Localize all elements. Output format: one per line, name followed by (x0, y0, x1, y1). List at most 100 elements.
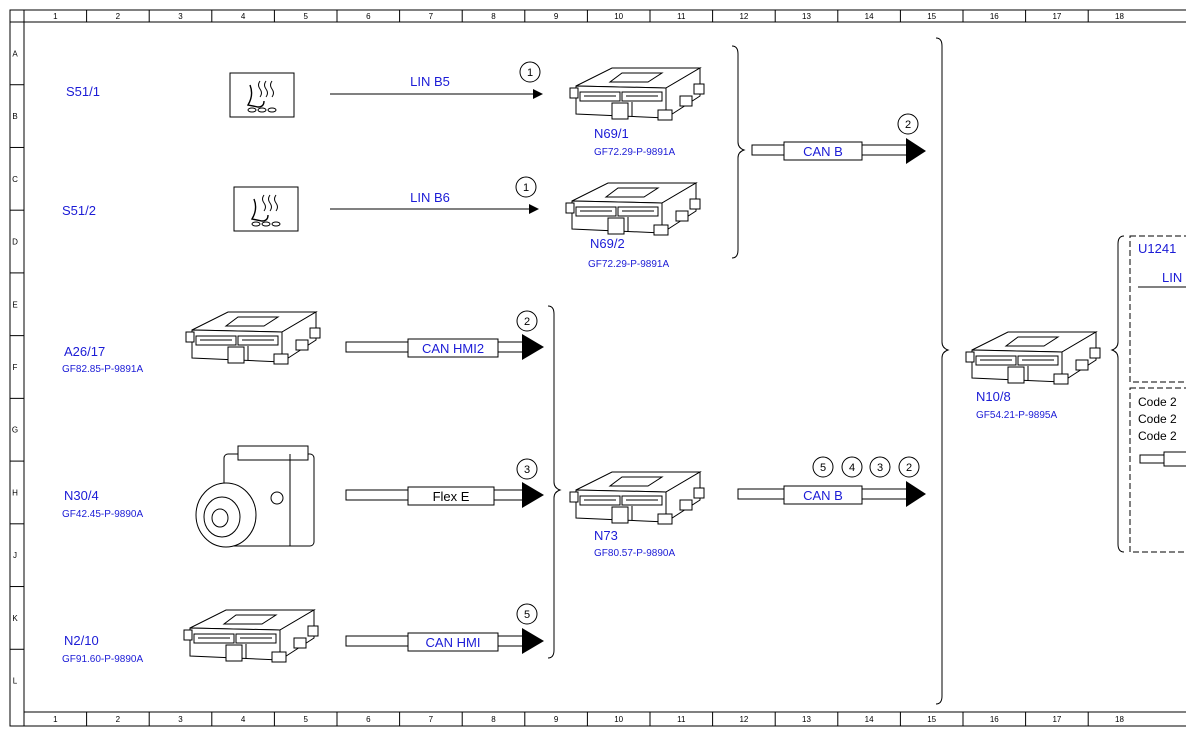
ruler-column-label: 3 (178, 12, 183, 21)
svg-text:Flex E: Flex E (433, 489, 470, 504)
ruler-row-label: G (12, 426, 18, 435)
control-unit-icon (965, 331, 1101, 385)
ruler-column-label: 17 (1052, 12, 1061, 21)
ruler-column-label: 13 (802, 12, 811, 21)
ruler-row-label: H (12, 488, 18, 497)
lin-b5-label: LIN B5 (410, 74, 450, 89)
brace-upper (731, 45, 746, 259)
label-a26-17: A26/17 (64, 344, 105, 359)
label-n73: N73 (594, 528, 618, 543)
brace-middle (547, 305, 562, 659)
label-s51-2: S51/2 (62, 203, 96, 218)
ref-n73: GF80.57-P-9890A (594, 548, 675, 559)
svg-text:CAN B: CAN B (803, 144, 843, 159)
panel-line-label: LIN (1162, 270, 1182, 285)
ruler-column-label: 7 (429, 12, 434, 21)
ruler-column-label: 9 (554, 715, 559, 724)
bus-can-b-lower: CAN B 5 4 3 2 (737, 456, 926, 507)
svg-text:3: 3 (524, 464, 530, 476)
bus-can-b-upper: CAN B 2 (751, 113, 926, 164)
ruler-row-label: B (12, 112, 17, 121)
ruler-column-label: 11 (677, 715, 686, 724)
ruler-row-label: A (12, 49, 18, 58)
ruler-column-label: 4 (241, 12, 246, 21)
panel-code-2: Code 2 (1138, 412, 1177, 426)
ruler-row-label: C (12, 175, 18, 184)
panel-code-1: Code 2 (1138, 395, 1177, 409)
svg-text:2: 2 (524, 316, 530, 328)
ref-n69-2: GF72.29-P-9891A (588, 259, 669, 270)
ref-n10-8: GF54.21-P-9895A (976, 410, 1057, 421)
ruler-column-label: 17 (1052, 715, 1061, 724)
ruler-column-label: 4 (241, 715, 246, 724)
ref-n30-4: GF42.45-P-9890A (62, 509, 143, 520)
marker-lin-b6: 1 (515, 176, 537, 198)
seat-heater-switch-icon (229, 72, 295, 118)
control-unit-icon (183, 609, 319, 663)
ruler-column-label: 7 (429, 715, 434, 724)
ruler-column-label: 8 (491, 12, 496, 21)
ruler-row-label: F (13, 363, 18, 372)
ruler-column-label: 6 (366, 12, 371, 21)
ref-n69-1: GF72.29-P-9891A (594, 147, 675, 158)
ruler-row-label: L (13, 677, 18, 686)
ref-a26-17: GF82.85-P-9891A (62, 364, 143, 375)
ruler-row-label: E (12, 300, 17, 309)
ruler-column-label: 9 (554, 12, 559, 21)
svg-text:CAN HMI2: CAN HMI2 (422, 341, 484, 356)
svg-text:2: 2 (906, 462, 912, 474)
ruler-column-label: 8 (491, 715, 496, 724)
ruler-column-label: 10 (614, 12, 623, 21)
bus-can-hmi2: CAN HMI2 2 (345, 310, 544, 360)
ruler-column-label: 6 (366, 715, 371, 724)
svg-text:CAN HMI: CAN HMI (426, 635, 481, 650)
brace-large (935, 37, 950, 705)
ruler-column-label: 13 (802, 715, 811, 724)
svg-text:5: 5 (524, 609, 530, 621)
ref-n2-10: GF91.60-P-9890A (62, 654, 143, 665)
ruler-column-label: 14 (865, 715, 874, 724)
svg-text:CAN B: CAN B (803, 488, 843, 503)
control-unit-icon (569, 67, 705, 121)
ruler-column-label: 2 (116, 12, 121, 21)
ruler-column-label: 1 (53, 12, 58, 21)
svg-text:1: 1 (523, 182, 529, 194)
u1241-panel: U1241 LIN Code 2 Code 2 Code 2 (1129, 235, 1186, 553)
ruler-column-label: 1 (53, 715, 58, 724)
ruler-column-label: 12 (739, 12, 748, 21)
ruler-column-label: 18 (1115, 12, 1124, 21)
panel-title: U1241 (1138, 241, 1176, 256)
ruler-column-label: 12 (739, 715, 748, 724)
ruler-column-label: 14 (865, 12, 874, 21)
seat-heater-switch-icon (233, 186, 299, 232)
ruler-column-label: 5 (303, 12, 308, 21)
svg-text:2: 2 (905, 119, 911, 131)
ruler-column-label: 10 (614, 715, 623, 724)
control-unit-icon (565, 182, 701, 236)
brace-right (1110, 235, 1125, 553)
label-n30-4: N30/4 (64, 488, 99, 503)
ruler-column-label: 15 (927, 715, 936, 724)
svg-text:1: 1 (527, 67, 533, 79)
control-unit-icon (569, 471, 705, 525)
svg-text:4: 4 (849, 462, 855, 474)
svg-text:3: 3 (877, 462, 883, 474)
ruler-column-label: 15 (927, 12, 936, 21)
ruler-column-label: 11 (677, 12, 686, 21)
label-s51-1: S51/1 (66, 84, 100, 99)
ruler-column-label: 18 (1115, 715, 1124, 724)
lin-b6-label: LIN B6 (410, 190, 450, 205)
ruler-column-label: 16 (990, 715, 999, 724)
bus-can-hmi: CAN HMI 5 (345, 603, 544, 654)
abs-esp-unit-icon (195, 445, 315, 548)
ruler-column-label: 16 (990, 12, 999, 21)
bus-flex-e: Flex E 3 (345, 458, 544, 508)
ruler-column-label: 3 (178, 715, 183, 724)
label-n69-2: N69/2 (590, 236, 625, 251)
svg-text:5: 5 (820, 462, 826, 474)
control-unit-icon (185, 311, 321, 365)
ruler-column-label: 5 (303, 715, 308, 724)
panel-code-3: Code 2 (1138, 429, 1177, 443)
